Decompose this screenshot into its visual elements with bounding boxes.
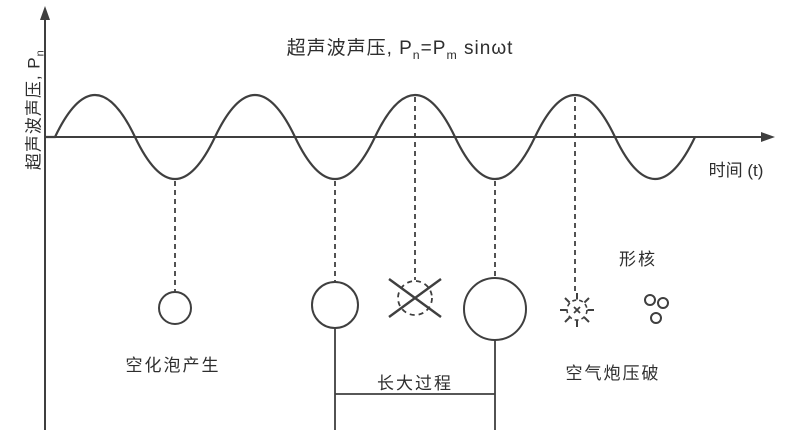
- title-formula: sinωt: [457, 38, 514, 59]
- seed-circle-2: [657, 297, 669, 309]
- bubble-large: [463, 277, 527, 341]
- title-equals: =P: [420, 38, 447, 59]
- title-subscript-m: m: [446, 47, 458, 62]
- label-nucleation: 形核: [619, 250, 657, 269]
- bubble-collapsed: [388, 278, 442, 318]
- seed-circle-3: [650, 312, 662, 324]
- growth-bracket: [334, 328, 496, 430]
- title-subscript-n: n: [412, 47, 421, 62]
- label-growth-process: 长大过程: [377, 374, 453, 393]
- chart-title: 超声波声压, Pn=Pm sinωt: [287, 33, 514, 62]
- x-axis-arrow-icon: [761, 132, 775, 142]
- label-bubble-generation: 空化泡产生: [125, 356, 221, 375]
- collapsed-bubble-outline: [397, 280, 433, 316]
- seed-circle-1: [644, 294, 656, 306]
- sine-wave: [45, 94, 696, 180]
- burst-core-outline: [566, 299, 588, 321]
- title-text: 超声波声压, P: [286, 38, 413, 59]
- y-axis-label: 超声波声压, Pn: [19, 15, 46, 205]
- nucleation-seeds: [644, 294, 669, 324]
- collapse-cross-line-2: [388, 278, 442, 318]
- label-bubble-collapse: 空气炮压破: [565, 364, 661, 383]
- y-axis-label-text: 超声波声压, P: [24, 56, 44, 171]
- dashed-guide-lines: [174, 97, 576, 293]
- bubble-medium: [311, 281, 359, 329]
- bubble-small: [158, 291, 192, 325]
- y-axis-label-subscript: n: [34, 49, 47, 57]
- x-axis-label: 时间 (t): [708, 161, 764, 180]
- y-axis-arrow-icon: [40, 6, 50, 20]
- burst-star-icon: [560, 293, 594, 327]
- axes: [40, 6, 775, 430]
